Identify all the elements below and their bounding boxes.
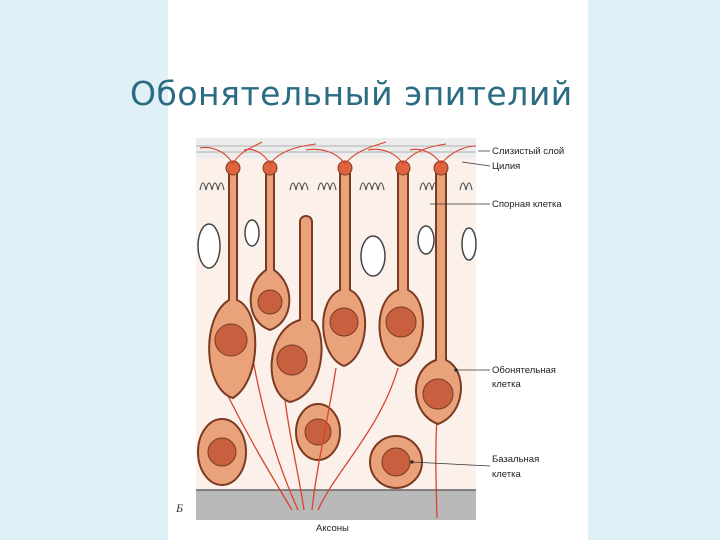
- label-olfactory-cell-line1: Обонятельная: [492, 365, 556, 376]
- left-background-panel: [0, 0, 168, 540]
- label-olfactory-cell-line2: клетка: [492, 379, 521, 390]
- olfactory-cell: [322, 169, 367, 368]
- basement-membrane: [196, 490, 476, 520]
- mucus-layer: [196, 138, 476, 158]
- leader-dot: [454, 368, 458, 372]
- panel-label: Б: [175, 501, 183, 515]
- supporting-cell-microvilli: [199, 182, 473, 191]
- leader-lines: [411, 150, 491, 467]
- olfactory-cell: [249, 169, 291, 332]
- olfactory-cell-nucleus: [385, 306, 417, 338]
- label-axons: Аксоны: [316, 523, 349, 534]
- supporting-cell-vacuole: [244, 219, 260, 247]
- label-cilia: Цилия: [492, 161, 520, 172]
- supporting-cell-vacuole: [197, 223, 221, 269]
- olfactory-cell: [415, 169, 462, 426]
- right-background-panel: [588, 0, 720, 540]
- supporting-cell-vacuole: [360, 235, 386, 277]
- olfactory-cell-nucleus: [214, 323, 248, 357]
- label-basal-cell-line2: клетка: [492, 469, 521, 480]
- supporting-cell-vacuole: [417, 225, 435, 255]
- leader-dot: [410, 460, 414, 464]
- slide-title: Обонятельный эпителий: [130, 74, 573, 113]
- olfactory-cell-nucleus: [422, 378, 454, 410]
- label-supporting-cell: Спорная клетка: [492, 199, 562, 210]
- olfactory-axons: [227, 319, 438, 519]
- basal-cell-nucleus: [207, 437, 237, 467]
- label-basal-cell-line1: Базальная: [492, 454, 539, 465]
- olfactory-cell: [270, 215, 323, 404]
- basal-cell-nucleus: [381, 447, 411, 477]
- olfactory-cell: [378, 169, 424, 368]
- dendritic-knobs: [225, 160, 449, 176]
- supporting-cell-vacuole: [461, 227, 477, 261]
- cilia: [199, 141, 477, 165]
- olfactory-cell-nucleus: [329, 307, 359, 337]
- basal-cell-nucleus: [304, 418, 332, 446]
- olfactory-cell: [208, 169, 257, 400]
- label-mucus-layer: Слизистый слой: [492, 146, 564, 157]
- olfactory-cell-nucleus: [257, 289, 283, 315]
- olfactory-cell-nucleus: [276, 344, 308, 376]
